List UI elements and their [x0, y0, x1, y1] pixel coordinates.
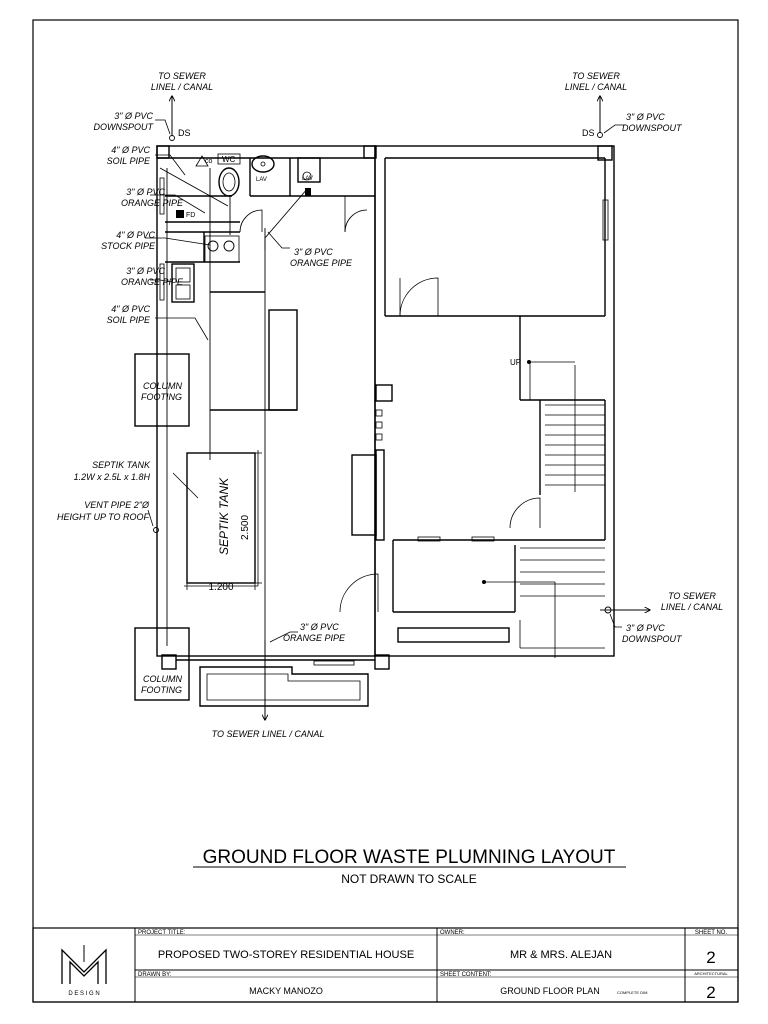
label-downspout-right-1: 3" Ø PVC	[626, 112, 665, 122]
owner-name: MR & MRS. ALEJAN	[510, 949, 612, 961]
label-vent-pipe-2: HEIGHT UP TO ROOF	[57, 512, 150, 522]
project-title: PROPOSED TWO-STOREY RESIDENTIAL HOUSE	[158, 949, 414, 961]
column-footing-2	[134, 627, 190, 701]
septik-tank	[186, 452, 256, 584]
label-dim-width: 1.200	[208, 582, 233, 593]
label-stock-pipe-1: 4" Ø PVC	[116, 230, 155, 240]
wc-tank	[217, 153, 241, 165]
building-walls	[156, 145, 615, 707]
label-downspout-bottom-right-2: DOWNSPOUT	[622, 634, 683, 644]
sheet-no: 2	[706, 948, 715, 967]
label-sewer-right-1: TO SEWER	[668, 591, 716, 601]
label-orange-pipe-bottom-1: 3" Ø PVC	[300, 622, 339, 632]
label-lav-1: LAV	[256, 177, 267, 183]
floor-drain-icon	[176, 210, 184, 218]
owner-label: OWNER:	[440, 930, 465, 936]
plumbing-fixtures	[171, 153, 321, 303]
label-up: UP	[510, 358, 521, 367]
vent-pipe-icon	[153, 527, 159, 533]
sheet-no-label: SHEET NO.	[695, 930, 728, 936]
drawn-by: MACKY MANOZO	[249, 986, 323, 996]
label-soil-pipe-1-1: 4" Ø PVC	[111, 145, 150, 155]
label-orange-pipe-center-1: 3" Ø PVC	[294, 247, 333, 257]
sheet-content: GROUND FLOOR PLAN	[500, 986, 600, 996]
label-soil-pipe-1-2: SOIL PIPE	[107, 156, 151, 166]
label-co: co	[205, 158, 213, 165]
design-logo: D E S I G N	[61, 945, 107, 997]
pipe-lines	[159, 167, 613, 720]
annotation-labels: TO SEWER LINEL / CANAL TO SEWER LINEL / …	[57, 71, 723, 739]
column-footing-1	[134, 353, 190, 427]
sheet-content-note: COMPLETE DIM	[617, 990, 647, 995]
label-soil-pipe-2-1: 4" Ø PVC	[111, 304, 150, 314]
project-title-label: PROJECT TITLE:	[138, 930, 186, 936]
label-ds-left: DS	[178, 128, 191, 138]
label-sewer-top-right-1: TO SEWER	[572, 71, 620, 81]
logo-text: D E S I G N	[68, 991, 99, 997]
downspout-left-icon	[169, 135, 175, 141]
cleanout-icon	[195, 155, 209, 167]
label-orange-pipe-2-2: ORANGE PIPE	[121, 277, 184, 287]
label-vent-pipe-1: VENT PIPE 2"Ø	[84, 500, 150, 510]
label-wc: WC	[222, 155, 236, 164]
drawing-title: GROUND FLOOR WASTE PLUMNING LAYOUT	[203, 847, 616, 868]
label-fd: FD	[186, 212, 195, 219]
label-downspout-bottom-right-1: 3" Ø PVC	[626, 623, 665, 633]
label-orange-pipe-2-1: 3" Ø PVC	[126, 266, 165, 276]
lavatory-1	[251, 155, 275, 173]
label-lav-2: LAV	[302, 176, 313, 182]
label-ds-right: DS	[582, 128, 595, 138]
label-stock-pipe-2: STOCK PIPE	[101, 241, 156, 251]
label-sewer-top-left-1: TO SEWER	[158, 71, 206, 81]
label-sewer-top-right-2: LINEL / CANAL	[565, 82, 627, 92]
kitchen-sink-icon	[171, 263, 195, 303]
wc-bowl	[218, 167, 240, 197]
sheet-content-label: SHEET CONTENT:	[440, 972, 492, 978]
label-column-footing-2-2: FOOTING	[141, 685, 182, 695]
label-septik-tank: SEPTIK TANK	[217, 477, 231, 555]
label-column-footing-2-1: COLUMN	[143, 674, 183, 684]
label-dim-length: 2.500	[240, 515, 251, 540]
label-septik-tank-note-1: SEPTIK TANK	[92, 460, 151, 470]
label-orange-pipe-center-2: ORANGE PIPE	[290, 258, 353, 268]
stove-icon	[204, 235, 240, 263]
label-column-footing-1-2: FOOTING	[141, 392, 182, 402]
label-orange-pipe-1-2: ORANGE PIPE	[121, 198, 184, 208]
label-downspout-left-2: DOWNSPOUT	[94, 122, 155, 132]
drawn-by-label: DRAWN BY:	[138, 972, 172, 978]
drawing-subtitle: NOT DRAWN TO SCALE	[341, 872, 477, 886]
discipline-no: 2	[706, 983, 715, 1002]
discipline-label: ARCHITECTURAL	[694, 971, 728, 976]
label-septik-tank-note-2: 1.2W x 2.5L x 1.8H	[74, 472, 151, 482]
label-downspout-right-2: DOWNSPOUT	[622, 123, 683, 133]
label-soil-pipe-2-2: SOIL PIPE	[107, 315, 151, 325]
label-column-footing-1-1: COLUMN	[143, 381, 183, 391]
downspout-bottom-right-icon	[604, 606, 612, 614]
label-sewer-bottom: TO SEWER LINEL / CANAL	[212, 729, 325, 739]
lavatory-2	[297, 157, 321, 183]
leader-lines	[145, 119, 625, 643]
label-sewer-right-2: LINEL / CANAL	[661, 602, 723, 612]
title-block: D E S I G N PROJECT TITLE: PROPOSED TWO-…	[32, 927, 739, 1003]
label-downspout-left-1: 3" Ø PVC	[114, 111, 153, 121]
label-orange-pipe-1-1: 3" Ø PVC	[126, 187, 165, 197]
label-sewer-top-left-2: LINEL / CANAL	[151, 82, 213, 92]
label-orange-pipe-bottom-2: ORANGE PIPE	[283, 633, 346, 643]
downspout-right-icon	[597, 132, 603, 138]
